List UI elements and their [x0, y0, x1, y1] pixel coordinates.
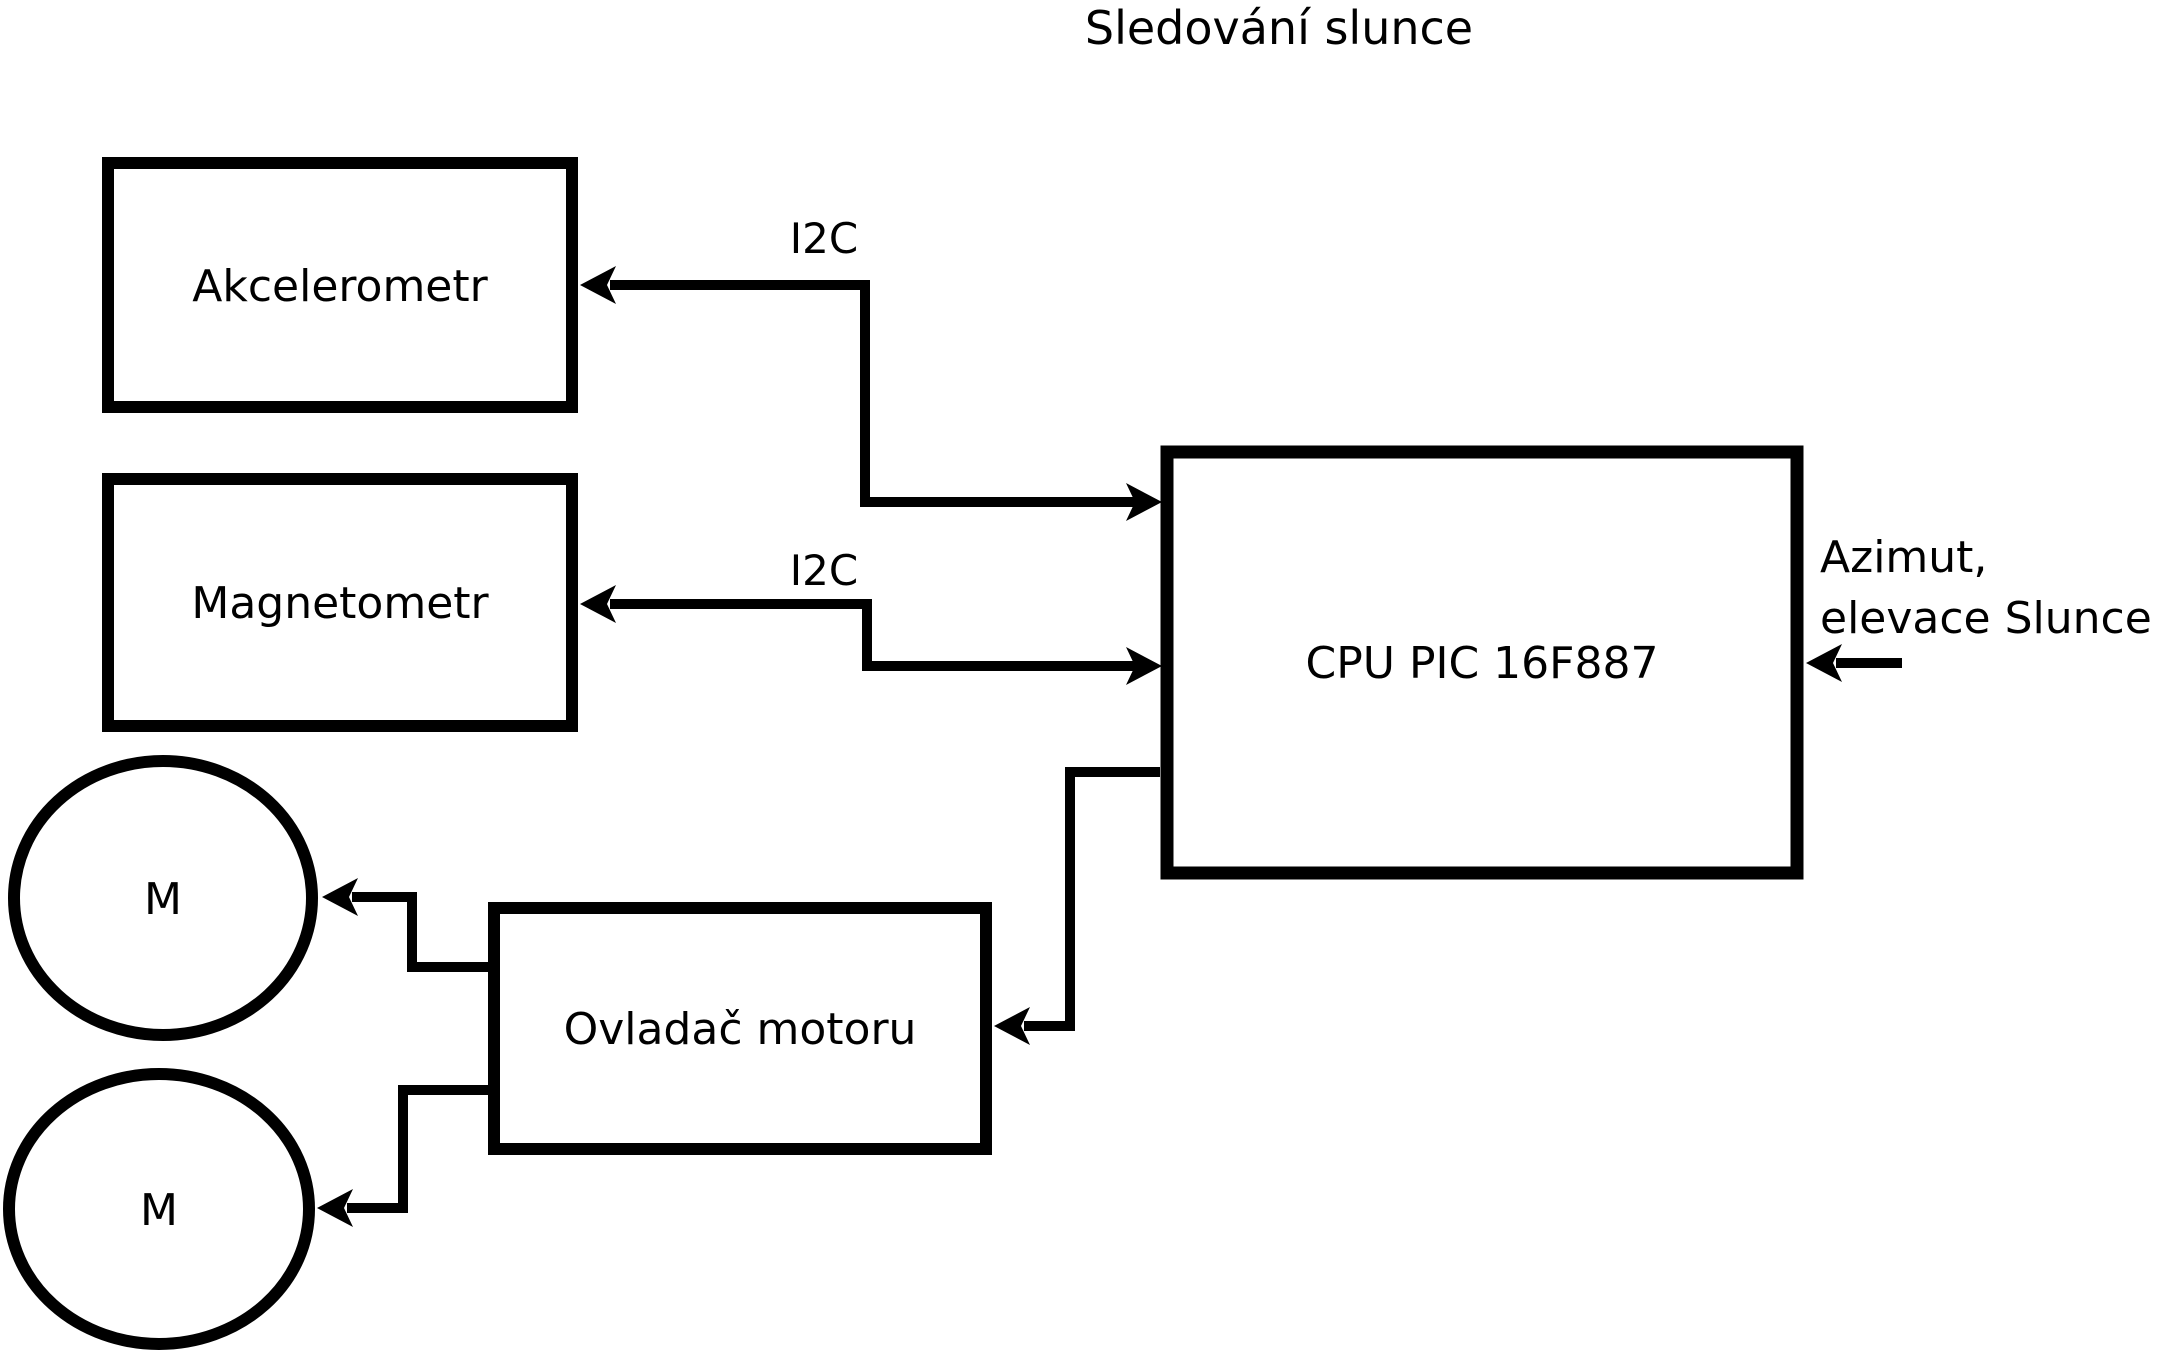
- arrowhead-into-motor-1-icon: [322, 878, 358, 916]
- arrowhead-into-magnetometr-icon: [580, 585, 616, 623]
- arrowhead-into-cpu-middle-icon: [1126, 647, 1162, 685]
- edge-cpu-to-ovladac: [1024, 767, 1160, 1031]
- node-ovladac-motoru: [488, 902, 992, 1155]
- edge-ovladac-to-motor-2: [347, 1085, 488, 1213]
- edge-cpu-to-magnetometr: [610, 599, 1137, 671]
- annotation-azimut-line1: Azimut,: [1820, 532, 1987, 583]
- node-cpu-label: CPU PIC 16F887: [1306, 638, 1659, 689]
- node-motor-1: [8, 755, 318, 1041]
- arrowhead-into-ovladac-icon: [994, 1007, 1030, 1045]
- node-akcelerometr-label: Akcelerometr: [192, 261, 488, 312]
- node-akcelerometr: [102, 157, 578, 413]
- node-motor-1-label: M: [144, 874, 182, 925]
- node-motor-2: [3, 1068, 315, 1350]
- edge-label-i2c-akcelerometr: I2C: [790, 214, 858, 263]
- diagram-title: Sledování slunce: [1085, 1, 1473, 55]
- arrowhead-into-motor-2-icon: [317, 1189, 353, 1227]
- node-magnetometr: [102, 473, 578, 732]
- node-ovladac-motoru-label: Ovladač motoru: [564, 1004, 917, 1055]
- edge-cpu-to-akcelerometr: [610, 280, 1137, 507]
- annotation-azimut-line2: elevace Slunce: [1820, 593, 2152, 644]
- node-cpu: [1160, 445, 1804, 880]
- arrowhead-into-cpu-top-icon: [1126, 483, 1162, 521]
- edge-ovladac-to-motor-1: [352, 892, 488, 972]
- edge-label-i2c-magnetometr: I2C: [790, 546, 858, 595]
- node-magnetometr-label: Magnetometr: [191, 578, 489, 629]
- arrowhead-into-akcelerometr-icon: [580, 266, 616, 304]
- node-motor-2-label: M: [140, 1185, 178, 1236]
- arrowhead-into-cpu-right-icon: [1806, 644, 1842, 682]
